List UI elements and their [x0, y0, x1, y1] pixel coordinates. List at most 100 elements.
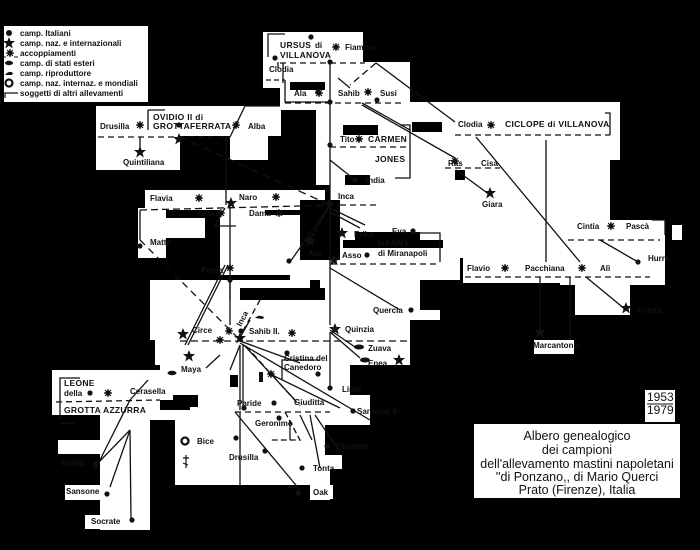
dog-label: Ala — [294, 89, 307, 98]
dog-label: Drusilla — [100, 122, 130, 131]
title-line: Albero genealogico — [523, 429, 630, 443]
mating-asterisk-icon — [486, 120, 496, 130]
dog-label: Oak — [313, 488, 329, 497]
bracket-icon — [4, 92, 18, 98]
dog-label: Alba — [197, 209, 215, 218]
dog-label: Giara — [482, 200, 503, 209]
dog-label: Maya — [181, 365, 202, 374]
dot-icon — [327, 142, 333, 148]
legend: camp. Italiani camp. naz. e internaziona… — [2, 29, 138, 98]
mating-asterisk-icon — [103, 388, 113, 398]
dot-icon — [350, 408, 356, 414]
legend-item: camp. Italiani — [6, 29, 71, 38]
dot-icon — [364, 252, 370, 258]
dog-label: Enea — [368, 359, 388, 368]
dog-label: Geronimo — [255, 419, 293, 428]
pedigree-lines — [55, 33, 666, 521]
legend-item: camp. di stati esteri — [5, 59, 95, 68]
dot-icon — [324, 443, 330, 449]
dog-label: di Miranapoli — [378, 249, 427, 258]
mating-asterisk-icon — [606, 221, 616, 231]
mating-asterisk-icon — [271, 192, 281, 202]
dog-label: Tito — [340, 135, 355, 144]
dog-label: Alì — [600, 264, 610, 273]
champion-dots — [87, 34, 641, 523]
dog-label: Asso — [342, 251, 362, 260]
dog-label: Preda — [201, 266, 224, 275]
mating-asterisk-icon — [135, 120, 145, 130]
dot-icon — [286, 258, 292, 264]
year-range: 1953 1979 — [645, 390, 675, 422]
legend-label: camp. riproduttore — [20, 69, 92, 78]
dog-label: Sibilla — [61, 459, 85, 468]
cutout-blocks — [160, 82, 700, 410]
title-line: dei campioni — [542, 443, 612, 457]
dog-label: Drusilla — [229, 453, 259, 462]
mating-asterisk-icon — [500, 263, 510, 273]
dog-label: AZZURRA — [103, 405, 146, 415]
dog-label: Erika — [354, 230, 374, 239]
dot-icon — [271, 400, 277, 406]
star-icon — [534, 326, 546, 338]
mating-asterisk-icon — [225, 263, 235, 273]
year-start: 1953 — [647, 390, 674, 404]
dog-label: Zuava — [368, 344, 392, 353]
dot-icon — [352, 177, 358, 183]
dog-label: Marcantonio — [533, 341, 581, 350]
dot-icon — [308, 34, 314, 40]
dot-icon — [93, 461, 99, 467]
dot-icon — [315, 371, 321, 377]
dog-label: Tonta — [313, 464, 335, 473]
dog-label: Bice — [197, 437, 214, 446]
dot-icon — [233, 435, 239, 441]
legend-item: accoppiamenti — [2, 48, 76, 58]
legend-label: camp. di stati esteri — [20, 59, 95, 68]
legend-panel — [4, 26, 148, 102]
dot-icon — [276, 415, 282, 421]
ring-icon — [4, 78, 14, 88]
mating-asterisk-icon — [354, 134, 364, 144]
mating-asterisk-icon — [215, 335, 225, 345]
dog-label: Alba — [248, 122, 266, 131]
dog-label: Dama — [249, 209, 271, 218]
dog-label: Eva — [392, 227, 407, 236]
dog-label: Ara — [308, 249, 322, 258]
dog-label: Canedoro — [284, 363, 321, 372]
dog-label: URSUS — [280, 40, 311, 50]
dog-label: Sahib II. — [249, 327, 280, 336]
paper-regions — [4, 26, 682, 530]
title-box: Albero genealogico dei campioni dell'all… — [474, 424, 680, 498]
dog-label: LEONE — [64, 378, 95, 388]
dot-icon — [408, 307, 414, 313]
dot-icon — [327, 200, 333, 206]
dog-label: Clodia — [458, 120, 483, 129]
dot-icon — [104, 491, 110, 497]
mating-asterisk-icon — [577, 263, 587, 273]
dog-labels: URSUS di VILLANOVA Fiamma Clodia Ala Sah… — [61, 40, 670, 526]
dog-label: Circe — [192, 326, 213, 335]
legend-label: camp. naz. e internazionali — [20, 39, 121, 48]
dog-label: Flavio — [467, 264, 490, 273]
dog-label: Linfa — [342, 385, 362, 394]
foreign-champion-icon — [360, 357, 370, 363]
ring-icon — [180, 436, 190, 446]
dog-label: Cerasella — [130, 387, 166, 396]
dog-label: Paride — [237, 399, 262, 408]
dog-label: Pascà — [626, 222, 650, 231]
dot-icon — [327, 99, 333, 105]
dot-icon — [410, 228, 416, 234]
mating-asterisk-icon — [194, 193, 204, 203]
dog-label: Susi — [380, 89, 397, 98]
dog-label: India — [366, 176, 385, 185]
title-line: dell'allevamento mastini napoletani — [480, 457, 673, 471]
legend-label: accoppiamenti — [20, 49, 76, 58]
mating-asterisk-icon — [224, 326, 234, 336]
mating-asterisk-icon — [2, 48, 18, 58]
dog-label: Inca — [338, 192, 355, 201]
dot-icon — [87, 390, 93, 396]
mating-asterisk-icon — [216, 208, 226, 218]
dog-label: VILLANOVA — [280, 50, 331, 60]
dog-label: GROTTA — [64, 405, 101, 415]
dot-icon — [327, 59, 333, 65]
dog-label: Naro — [239, 193, 257, 202]
